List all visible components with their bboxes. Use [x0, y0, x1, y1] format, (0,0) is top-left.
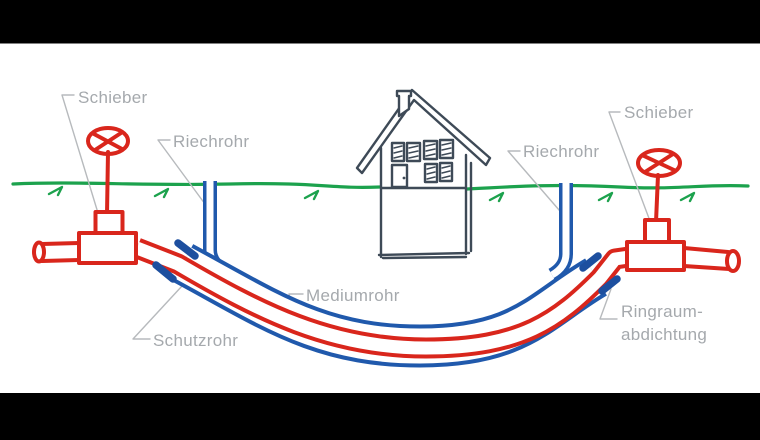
ground-line — [11, 181, 750, 203]
valve-right-pipe-east — [682, 246, 731, 271]
ringraum-seals — [152, 239, 621, 295]
labels: Schieber Riechrohr Riechrohr Schieber Me… — [78, 88, 707, 350]
leader-schutzrohr — [132, 285, 183, 340]
house-bottom — [377, 251, 471, 257]
ground-line-left — [11, 181, 382, 189]
valve-right-stem — [654, 173, 660, 224]
house-window-upper-left — [390, 141, 422, 163]
valve-left-pipe-open-end — [32, 240, 46, 264]
house-window-lower — [423, 161, 454, 184]
leader-schieber-right — [608, 111, 651, 222]
valve-left-handwheel — [86, 126, 130, 156]
letterbox-top — [0, 0, 760, 44]
ringraum-seal-left-upper — [174, 239, 199, 260]
valve-left-stem — [105, 150, 110, 216]
valve-right-body — [625, 240, 686, 272]
leader-lines — [61, 94, 651, 340]
valve-right-pipe-open-end — [725, 249, 741, 273]
ground-line-right — [465, 183, 750, 191]
schieber-valve-right — [625, 148, 741, 273]
house-bottom-2 — [381, 255, 468, 260]
house-chimney — [395, 89, 413, 118]
grass-tufts — [47, 185, 696, 203]
schieber-valve-left — [32, 126, 138, 265]
label-riechrohr-right: Riechrohr — [523, 142, 599, 161]
letterbox-bottom — [0, 393, 760, 440]
label-ringraum-line2: abdichtung — [621, 325, 707, 344]
label-riechrohr-left: Riechrohr — [173, 132, 249, 151]
ringraum-seal-right-lower — [598, 275, 621, 295]
house-roof — [355, 88, 492, 175]
valve-right-handwheel — [636, 148, 682, 178]
house — [355, 88, 492, 260]
label-ringraum-line1: Ringraum- — [621, 302, 703, 321]
house-door — [390, 163, 409, 189]
label-schieber-left: Schieber — [78, 88, 148, 107]
mediumrohr-pipe — [133, 238, 631, 359]
ringraum-seal-right-upper — [579, 252, 602, 272]
leader-riechrohr-left — [157, 139, 206, 205]
label-schutzrohr: Schutzrohr — [153, 331, 238, 350]
valve-left-body — [77, 231, 138, 265]
label-schieber-right: Schieber — [624, 103, 694, 122]
leader-schieber-left — [61, 94, 99, 214]
leader-riechrohr-right — [507, 150, 567, 219]
label-mediumrohr: Mediumrohr — [306, 286, 400, 305]
leader-ringraumabdichtung — [599, 288, 618, 320]
house-window-upper-right — [422, 138, 455, 161]
ringraum-seal-left-lower — [152, 261, 177, 283]
riechrohr-pipe-right — [548, 183, 573, 282]
valve-left-pipe-west — [40, 241, 81, 263]
